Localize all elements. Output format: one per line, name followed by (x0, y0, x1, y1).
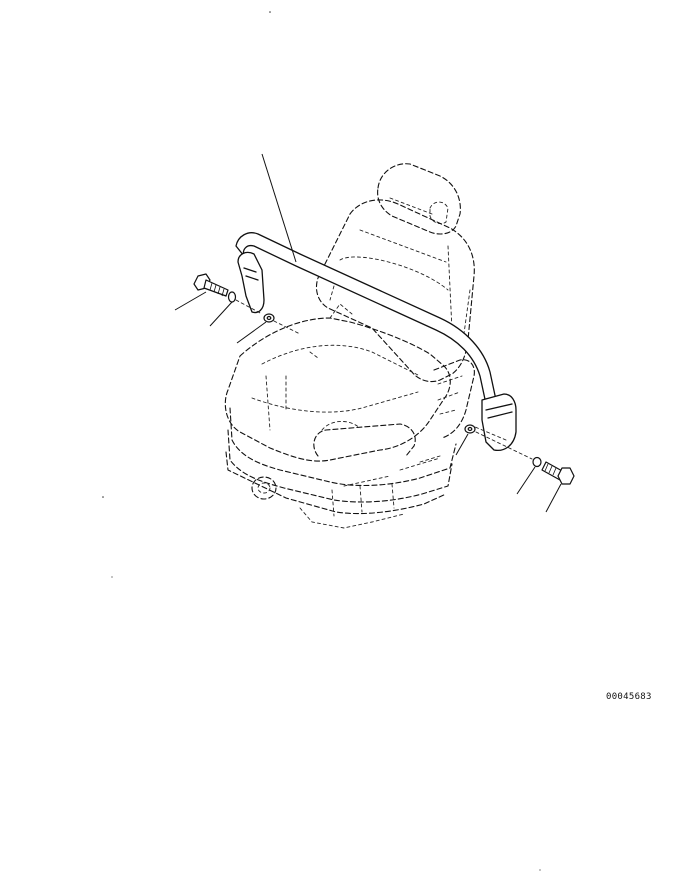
leader-right-spring-washer (516, 466, 536, 495)
seat-belt-strap (235, 232, 497, 405)
seat-adjust-knob (251, 476, 277, 500)
seat-headrest (377, 163, 461, 235)
seat-belt-right-buckle (481, 393, 517, 452)
seat-belt-left-buckle (237, 251, 265, 314)
leader-left-spring-washer (209, 301, 233, 327)
seat-suspension (229, 407, 457, 487)
left-mounting-bolt (193, 273, 229, 297)
leader-right-spacer (455, 433, 469, 456)
scan-specks (102, 11, 541, 871)
right-mounting-bolt (541, 461, 575, 485)
seat-cushion (224, 317, 451, 462)
drawing-number: 00045683 (606, 692, 652, 702)
leader-lines (174, 153, 562, 513)
leader-left-spacer (236, 321, 267, 344)
leader-left-bolt (174, 291, 207, 311)
seat-belt (235, 232, 517, 452)
leader-right-bolt (545, 483, 562, 513)
right-spring-washer (532, 456, 542, 468)
seat-backrest (315, 199, 475, 383)
leader-strap (261, 153, 297, 263)
operator-seat (224, 163, 475, 529)
left-spacer-washer (263, 313, 275, 323)
exploded-guide-lines (235, 299, 533, 460)
right-spacer-washer (464, 424, 476, 434)
left-spring-washer (227, 291, 237, 303)
